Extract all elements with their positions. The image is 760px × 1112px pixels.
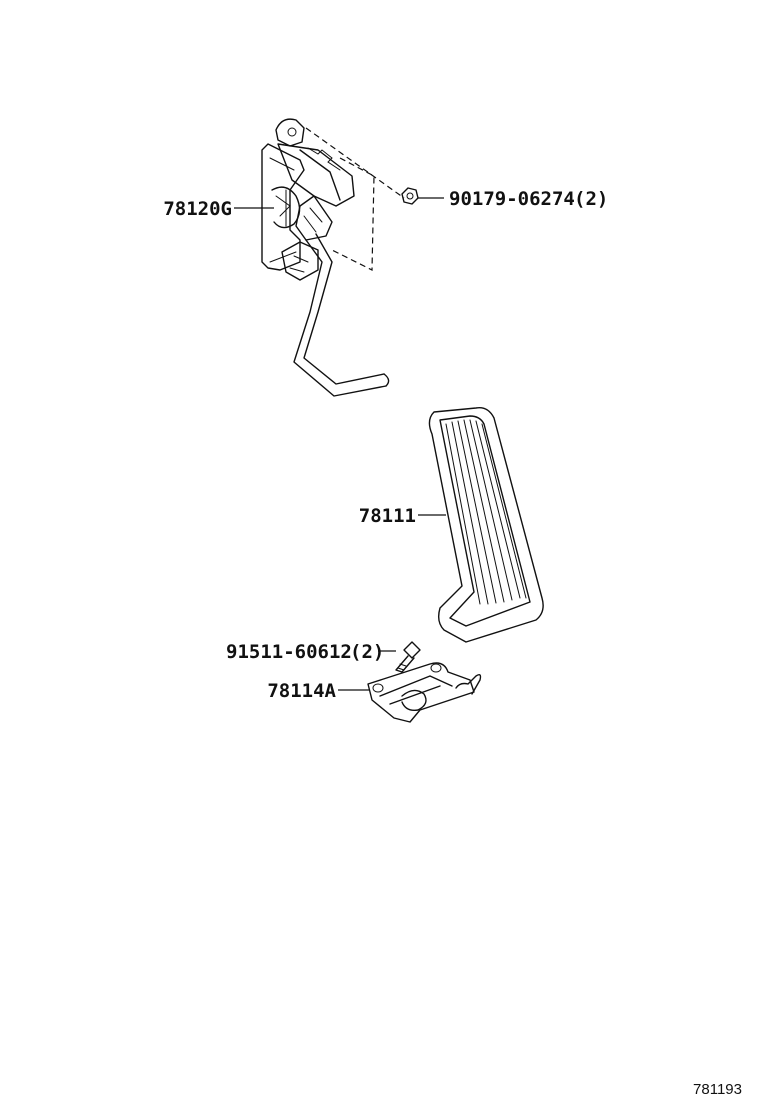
callout-bolt-quantity: (2) <box>350 641 384 663</box>
bracket-drawing <box>367 662 482 723</box>
callout-nut-quantity: (2) <box>574 188 608 210</box>
callout-pedal-pad: 78111 <box>359 505 416 527</box>
pedal-assembly-drawing <box>261 118 405 397</box>
figure-reference-code: 781193 <box>693 1081 742 1098</box>
bolt-drawing <box>395 641 421 673</box>
callout-bracket: 78114A <box>267 680 336 702</box>
callout-bolt: 91511-60612 <box>226 641 352 663</box>
leader-lines <box>234 197 446 691</box>
callout-nut: 90179-06274 <box>449 188 575 210</box>
callout-pedal-assembly: 78120G <box>163 198 232 220</box>
nut-drawing <box>401 187 419 205</box>
pedal-pad-drawing <box>428 407 544 643</box>
